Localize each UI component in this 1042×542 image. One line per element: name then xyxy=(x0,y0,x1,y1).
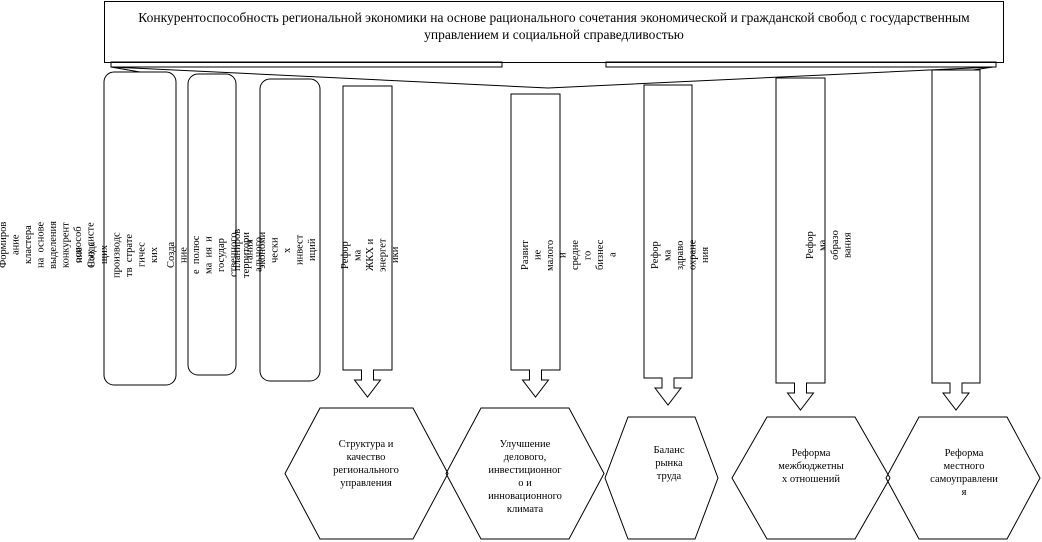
hexagon-regional-governance xyxy=(284,407,449,540)
arrow-small-business xyxy=(510,93,561,398)
hexagon-labor-market xyxy=(604,416,719,540)
column-text-education-reform: Рефор ма образо вания xyxy=(805,230,854,260)
arrow-housing-energy-reform xyxy=(342,85,393,398)
rounded-box-investment-planning xyxy=(259,78,321,382)
column-text-small-business: Развит ие малого и средне го бизнес а xyxy=(520,239,619,271)
column-text-investment-planning: планиров ания экономи чески х инвест ици… xyxy=(232,228,318,272)
column-text-strategic-production: ние Созда щих производс тв страте гичес … xyxy=(74,232,160,278)
column-text-housing-energy-reform: Рефор ма ЖКХ и энергет ики xyxy=(340,238,401,272)
title-connector-lines xyxy=(110,66,994,89)
hexagon-label-regional-governance: Структура и качество регионального управ… xyxy=(333,439,399,489)
rounded-box-growth-poles xyxy=(187,73,237,376)
arrow-local-government-reform xyxy=(931,69,981,411)
hexagon-label-interbudget-reform: Реформа межбюджетны х отношений xyxy=(778,448,844,485)
rounded-box-strategic-production xyxy=(103,71,177,386)
arrow-healthcare-reform xyxy=(643,84,693,406)
hexagon-label-labor-market: Баланс рынка труда xyxy=(653,445,685,482)
arrow-education-reform xyxy=(775,77,826,411)
title-connector-tick-left xyxy=(110,66,141,73)
hexagon-interbudget-reform xyxy=(731,416,891,540)
hexagon-local-government-reform xyxy=(885,416,1041,540)
hexagon-business-climate xyxy=(445,407,605,540)
diagram-title: Конкурентоспособность региональной эконо… xyxy=(104,1,1004,63)
column-text-last xyxy=(940,195,980,295)
hexagon-label-local-government-reform: Реформа местного самоуправлени я xyxy=(930,448,998,498)
column-text-healthcare-reform: Рефор ма здраво охране ния xyxy=(650,239,711,271)
hexagon-label-business-climate: Улучшение делового, инвестиционног о и и… xyxy=(488,439,562,515)
